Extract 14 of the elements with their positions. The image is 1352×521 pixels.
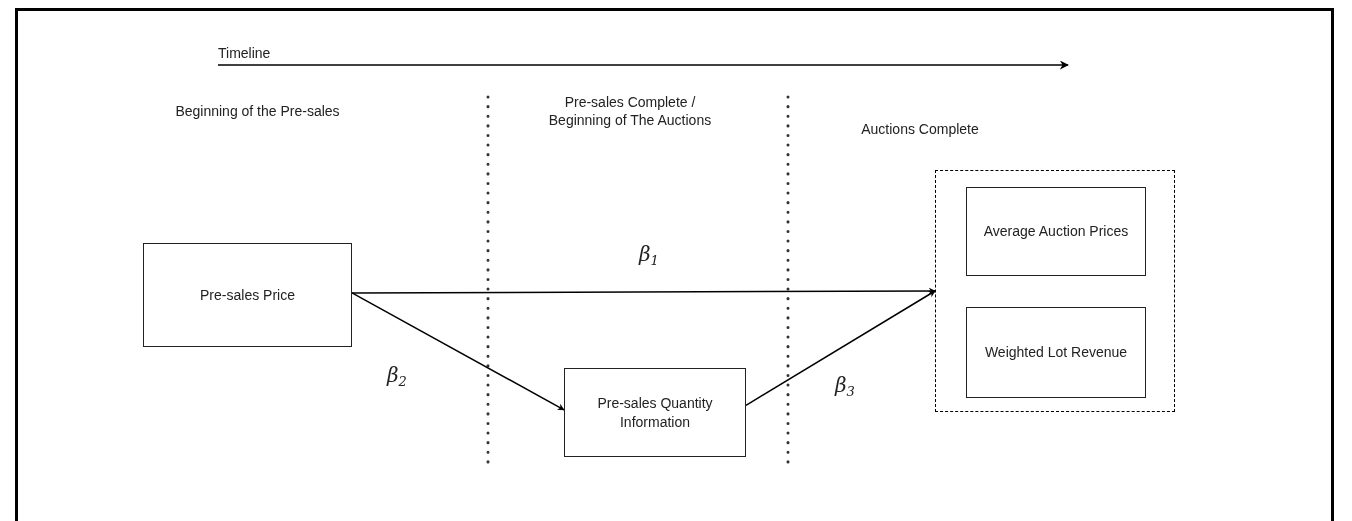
axis-label: Timeline bbox=[218, 44, 272, 63]
process-box: Weighted Lot Revenue bbox=[966, 307, 1146, 398]
arrow bbox=[351, 292, 565, 411]
phase-heading: Beginning of the Pre-sales bbox=[174, 102, 341, 121]
arrow bbox=[351, 287, 936, 295]
group-container bbox=[935, 170, 1175, 412]
phase-heading: Auctions Complete bbox=[860, 120, 980, 139]
process-box: Pre-sales Quantity Information bbox=[564, 368, 746, 457]
phase-heading: Pre-sales Complete / Beginning of The Auctions bbox=[547, 93, 713, 130]
process-box: Average Auction Prices bbox=[966, 187, 1146, 276]
process-box: Pre-sales Price bbox=[143, 243, 352, 347]
arrow bbox=[745, 290, 936, 407]
edge-label: β$_{3}$ bbox=[833, 373, 857, 399]
edge-label: β$_{2}$ bbox=[385, 363, 409, 389]
